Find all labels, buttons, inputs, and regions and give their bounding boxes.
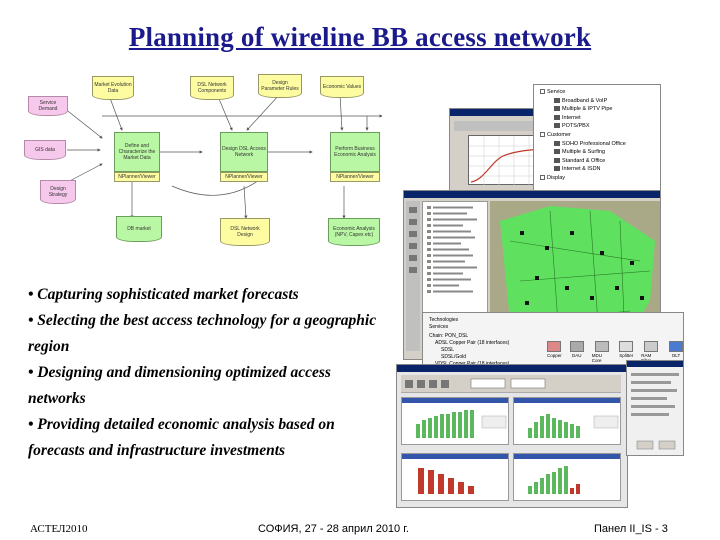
mdu-core-icon[interactable]: MDU Core [592,341,612,363]
flow-tool-market: NPlanner/Viewer [114,172,160,182]
window-titlebar [397,365,627,372]
tree-item[interactable]: Internet & ISDN [540,165,657,174]
flow-output-db-market: DB market [116,216,162,242]
flow-tool-economic: NPlanner/Viewer [330,172,380,182]
dau-icon[interactable]: DAU [569,341,584,363]
service-icon [554,106,560,112]
bullet-item: • Selecting the best access technology f… [28,312,377,355]
copper-icon[interactable]: Copper [547,341,562,363]
splitter-icon[interactable]: Splitter [619,341,633,363]
forecast-curve [469,136,543,186]
tree-item[interactable]: Internet [540,114,657,123]
flow-input-gis-data: GIS data [24,140,66,160]
flow-output-dsl-design: DSL Network Design [220,218,270,246]
customer-icon [554,140,560,146]
tree-item[interactable]: SDSL/Gold [441,354,467,360]
tree-item[interactable]: Multiple & IPTV Pipe [540,105,657,114]
analysis-panel [401,453,509,501]
tree-item[interactable]: POTS/PBX [540,122,657,131]
flow-input-design-strategy: Design Strategy [40,180,76,204]
tree-item[interactable]: Service [540,88,657,97]
flow-connectors [59,93,382,268]
flow-input-market-evolution: Market Evolution Data [92,76,134,100]
folder-icon [540,132,545,138]
bullet-list: • Capturing sophisticated market forecas… [28,282,378,464]
planning-flow-diagram: Market Evolution Data DSL Network Compon… [22,68,382,268]
folder-icon [540,174,545,180]
flow-tool-design: NPlanner/Viewer [220,172,268,182]
tree-item[interactable]: Customer [540,131,657,140]
window-toolbar [401,375,621,393]
tree-item[interactable]: Standard & Office [540,157,657,166]
footer-event-date: СОФИЯ, 27 - 28 април 2010 г. [258,523,409,535]
tree-item[interactable]: Technologies [429,317,459,323]
window-toolbar [454,121,544,131]
forecast-plot [468,135,543,186]
slide-title: Planning of wireline BB access network [128,22,592,52]
bullet-item: • Designing and dimensioning optimized a… [28,364,331,407]
customer-icon [554,149,560,155]
tree-item[interactable]: Services [429,324,449,330]
economic-analysis-window [396,364,628,508]
flow-input-design-rules: Design Parameter Rules [258,74,302,98]
analysis-panel [513,453,621,501]
flow-process-design: Design DSL Access Network [220,132,268,172]
flow-output-economic-analysis: Economic Analysis (NPV, Capex etc) [328,218,380,246]
flow-process-market: Define and Characterize the Market Data [114,132,160,172]
tree-item[interactable]: Chain: PON_DSL [429,333,469,339]
tree-item[interactable]: SOHO Professional Office [540,140,657,149]
analysis-panel [513,397,621,445]
service-icon [554,97,560,103]
olt-icon[interactable]: OLT [669,341,683,363]
flow-input-service-demand: Service Demand [28,96,68,116]
customer-service-tree-window: Service Broadband & VoIP Multiple & IPTV… [533,84,661,194]
bullet-item: • Providing detailed economic analysis b… [28,416,335,459]
settings-side-window [626,360,684,456]
flow-input-dsl-components: DSL Network Components [190,76,234,100]
footer-slide-number: Панел II_IS - 3 [594,523,668,535]
analysis-panel [401,397,509,445]
forecast-chart-window [449,108,549,196]
flow-input-economic-values: Economic Values [320,76,364,98]
map-side-toolbar [406,201,420,351]
footer-organizer: АСТЕЛ2010 [30,523,88,535]
tree-item[interactable]: Display [540,174,657,183]
customer-icon [554,157,560,163]
tree-item[interactable]: ADSL Copper Pair (18 interfaces) [435,340,510,346]
tree-item[interactable]: SDSL [441,347,455,353]
flow-process-economic: Perform Business Economic Analysis [330,132,380,172]
window-titlebar [450,109,548,116]
folder-icon [540,89,545,95]
customer-icon [554,166,560,172]
tree-item[interactable]: Broadband & VoIP [540,97,657,106]
bullet-item: • Capturing sophisticated market forecas… [28,286,299,303]
window-titlebar [404,191,660,198]
service-icon [554,114,560,120]
tree-item[interactable]: Multiple & Surfing [540,148,657,157]
service-icon [554,123,560,129]
technology-icon-row: Copper DAU MDU Core Splitter RAM Fibre O… [547,341,683,363]
